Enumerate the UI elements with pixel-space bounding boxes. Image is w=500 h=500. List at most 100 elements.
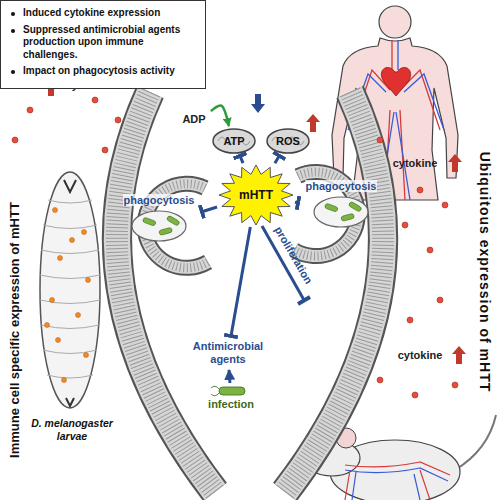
cytokine-dot	[427, 247, 433, 253]
increase-arrows	[44, 78, 466, 364]
cytokine-dot	[92, 97, 98, 103]
up-arrow	[306, 114, 320, 132]
bullet-text: Induced cytokine expression	[23, 7, 160, 20]
cytokine-dot	[402, 222, 408, 228]
phagosome-outline	[314, 197, 368, 227]
inhibition-bar	[298, 297, 310, 304]
bullet-row: Induced cytokine expression	[7, 7, 199, 20]
protein-name: mHTT	[239, 188, 273, 202]
hemocyte-dot	[58, 256, 63, 261]
metabolite-label: ADP	[178, 111, 210, 127]
mitochondrion-node: ROS	[266, 128, 310, 154]
effector-text: Antimicrobial agents	[190, 340, 266, 365]
cytokine-dot	[417, 187, 423, 193]
membrane-stripes	[117, 92, 215, 492]
membrane-edge	[117, 92, 215, 492]
bullet-dot	[11, 70, 15, 74]
bacterium-shape	[159, 227, 173, 235]
larva-segments	[40, 200, 100, 378]
hemocyte-dot	[53, 208, 58, 213]
inhibition-connector	[275, 156, 279, 163]
hemocyte-dot	[70, 238, 75, 243]
mouse-tail	[455, 415, 496, 470]
hemocyte-dot	[84, 353, 89, 358]
vein-lines	[345, 468, 448, 500]
arrow-connector	[211, 106, 229, 127]
cytokine-particles	[12, 97, 458, 398]
cytokine-dot	[407, 317, 413, 323]
organism-label: D. melanogaster larvae	[27, 417, 117, 447]
artery-lines	[345, 462, 450, 500]
cytokine-dot	[377, 137, 383, 143]
hemocyte-dot	[45, 323, 50, 328]
cytokine-dot	[102, 147, 108, 153]
cytokine-dot	[377, 377, 383, 383]
antimicrobial-label: Antimicrobial agents	[190, 338, 266, 368]
cytokine-dot	[442, 202, 448, 208]
stimulus-text: infection	[208, 398, 254, 410]
infection-node: infection	[196, 384, 266, 416]
up-arrow	[452, 346, 466, 364]
hemocyte-dot	[62, 378, 67, 383]
panel-side-title: Immune cell specific expression of mHTT	[7, 170, 25, 490]
hemocyte-dot	[82, 230, 87, 235]
panel-side-title: Ubiquitous expression of mHTT	[475, 92, 493, 452]
cytokine-dot	[412, 392, 418, 398]
phagosome-shape	[129, 209, 189, 243]
inhibition-connector	[231, 227, 250, 336]
down-arrow	[251, 94, 265, 113]
bacterium-shape	[219, 387, 245, 395]
process-text: phagocytosis	[305, 180, 378, 192]
mitochondrion-node: ATP	[212, 128, 256, 154]
cytokine-dot	[27, 107, 33, 113]
metabolite-text: ATP	[223, 135, 244, 147]
cytokine-dot	[437, 297, 443, 303]
summary-box: Induced cytokine expressionSuppressed an…	[0, 0, 206, 89]
heart-symbol	[381, 67, 410, 96]
starburst-outline	[219, 165, 293, 225]
cytokine-label: cytokine	[380, 157, 450, 173]
cytokine-label: cytokine	[385, 349, 455, 365]
larva-mouthparts	[64, 180, 76, 406]
bullet-dot	[11, 29, 15, 33]
bullet-row: Impact on phagocytosis activity	[7, 65, 199, 78]
membrane-fill	[117, 92, 215, 492]
hemocyte-dot	[76, 313, 81, 318]
phagosome-outline	[132, 211, 186, 241]
human-head	[379, 6, 411, 38]
hemocyte-dot	[50, 298, 55, 303]
immune-cell-left	[117, 92, 215, 492]
cytokine-dot	[452, 382, 458, 388]
cytokine-dot	[115, 117, 121, 123]
hemocyte-dot	[86, 278, 91, 283]
metabolite-text: ADP	[182, 113, 205, 126]
bullet-row: Suppressed antimicrobial agents producti…	[7, 24, 199, 62]
bullet-text: Impact on phagocytosis activity	[23, 65, 175, 78]
bacterium-shape	[166, 215, 180, 226]
arrow-connector	[228, 370, 232, 383]
flagella-line	[211, 386, 219, 396]
up-arrow	[448, 154, 462, 172]
cytokine-dot	[12, 137, 18, 143]
process-text: phagocytosis	[123, 194, 196, 206]
hemocyte-dots	[45, 208, 91, 383]
metabolite-text: ROS	[276, 135, 300, 147]
hemocyte-dot	[56, 338, 61, 343]
bacterium-shape	[341, 213, 355, 221]
bacterium-shape	[324, 203, 338, 212]
bacterium-icon	[209, 384, 253, 398]
bullet-dot	[11, 12, 15, 16]
mitochondrion-outline	[267, 129, 309, 153]
mitochondrion-outline	[213, 129, 255, 153]
phagocytosis-node: phagocytosis	[300, 180, 382, 242]
inhibition-connector	[295, 201, 298, 205]
mhtt-starburst: mHTT	[218, 164, 294, 226]
phagosome-shape	[311, 195, 371, 229]
phagocytosis-node: phagocytosis	[118, 194, 200, 256]
larva-body	[40, 172, 100, 408]
inhibition-connector	[240, 156, 243, 163]
inhibition-connector	[202, 207, 217, 212]
bullet-text: Suppressed antimicrobial agents producti…	[23, 24, 199, 62]
bacterium-shape	[348, 201, 362, 212]
